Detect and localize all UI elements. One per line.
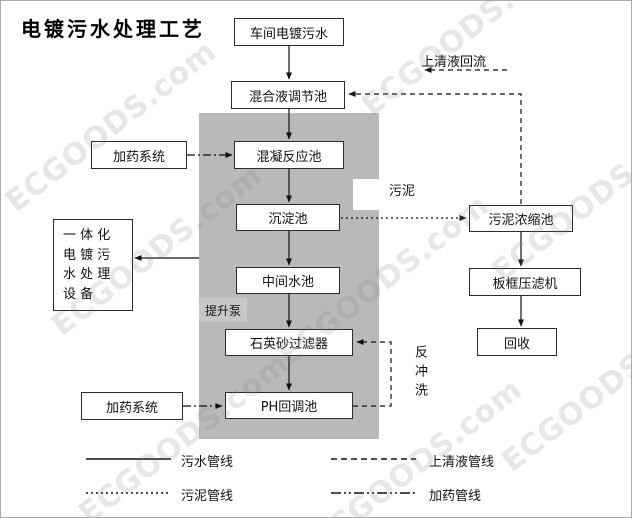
node-dosing-system-top: 加药系统	[91, 141, 187, 169]
legend-label-sludge: 污泥管线	[181, 489, 234, 504]
legend-label-dosing: 加药管线	[429, 489, 482, 504]
node-sludge-thickening-tank: 污泥浓缩池	[469, 205, 573, 232]
node-label-line: 水 处 理	[63, 267, 111, 282]
node-label: 中间水池	[261, 275, 314, 290]
node-workshop-wastewater: 车间电镀污水	[234, 18, 344, 46]
node-label: 混合液调节池	[248, 89, 327, 105]
node-dosing-system-bottom: 加药系统	[81, 392, 183, 420]
node-label-line: 一 体 化	[63, 228, 111, 243]
node-label-line: 设 备	[63, 286, 94, 302]
legend-label-wastewater: 污水管线	[181, 455, 234, 470]
node-recycle: 回收	[477, 328, 557, 356]
diagram-title: 电镀污水处理工艺	[21, 17, 205, 41]
node-sedimentation-tank: 沉淀池	[236, 204, 340, 231]
node-label: PH回调池	[260, 400, 318, 415]
supernatant-return-label: 上清液回流	[421, 55, 487, 70]
node-sand-filter: 石英砂过滤器	[225, 329, 353, 356]
node-label: 沉淀池	[268, 212, 308, 227]
node-label: 加药系统	[112, 149, 165, 165]
node-label: 污泥浓缩池	[488, 213, 554, 228]
node-label: 混凝反应池	[256, 149, 322, 165]
node-ph-tank: PH回调池	[225, 392, 353, 419]
node-filter-press: 板框压滤机	[469, 268, 581, 296]
connector-supernatant-return	[348, 91, 522, 204]
housing-notch	[353, 179, 379, 210]
node-label: 石英砂过滤器	[249, 337, 328, 352]
node-label: 加药系统	[105, 400, 158, 416]
node-integrated-equipment: 一 体 化 电 镀 污 水 处 理 设 备	[53, 219, 133, 311]
backwash-label: 反冲洗	[412, 345, 427, 402]
node-label-line: 电 镀 污	[63, 247, 111, 263]
node-intermediate-tank: 中间水池	[236, 267, 340, 294]
legend-label-supernatant: 上清液管线	[429, 455, 495, 470]
node-label: 板框压滤机	[492, 276, 558, 292]
node-label: 车间电镀污水	[249, 26, 328, 42]
node-label: 回收	[503, 336, 530, 352]
lift-pump-label: 提升泵	[199, 298, 247, 322]
node-coagulation-tank: 混凝反应池	[234, 141, 344, 169]
sludge-label: 污泥	[389, 184, 416, 199]
node-mixing-tank: 混合液调节池	[231, 81, 345, 109]
connector-backwash	[353, 339, 392, 407]
